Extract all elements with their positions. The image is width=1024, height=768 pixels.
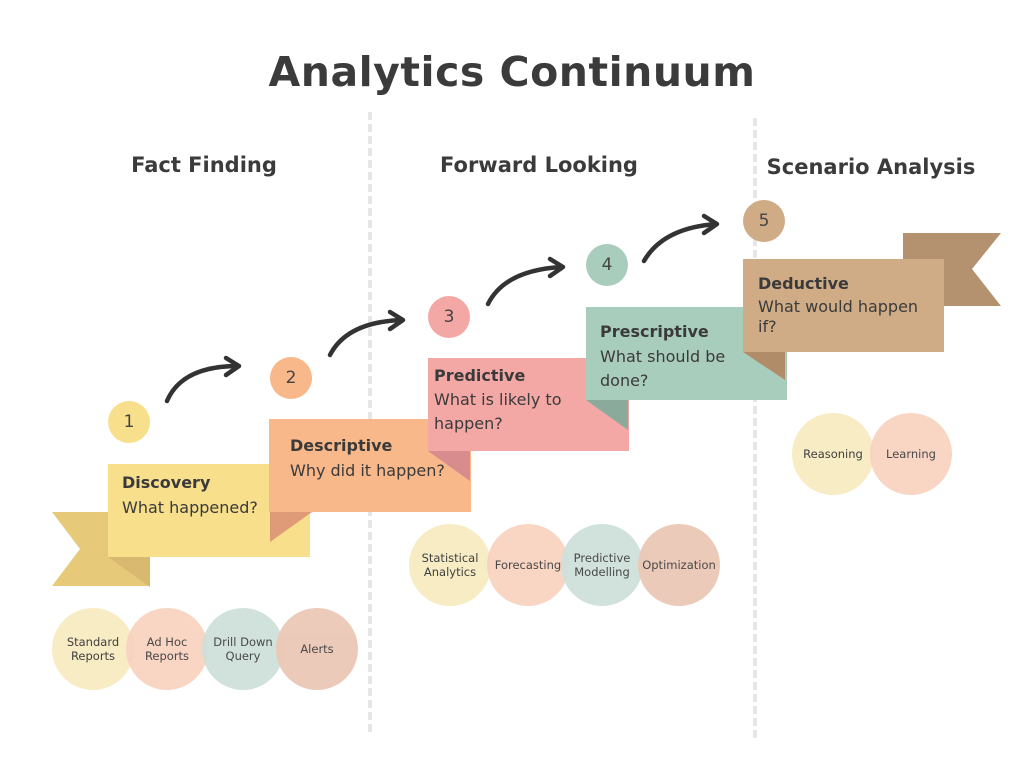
step-question: Why did it happen?	[290, 461, 445, 480]
step-number-2: 2	[270, 357, 312, 399]
step-title: Deductive	[758, 274, 849, 293]
bubble-statistical-analytics: Statistical Analytics	[409, 524, 491, 606]
section-heading-fact-finding: Fact Finding	[131, 153, 277, 177]
bubble-standard-reports: Standard Reports	[52, 608, 134, 690]
step-title: Prescriptive	[600, 322, 709, 341]
step-card-deductive: Deductive What would happen if?	[743, 259, 944, 352]
arrow-4-to-5	[641, 221, 719, 264]
step-question: What is likely to happen?	[434, 390, 562, 433]
bubble-predictive-modelling: Predictive Modelling	[561, 524, 643, 606]
arrow-4-to-5-head	[701, 213, 720, 236]
step-number-4: 4	[586, 244, 628, 286]
page-title: Analytics Continuum	[268, 48, 756, 96]
bubble-forecasting: Forecasting	[487, 524, 569, 606]
step-question: What happened?	[122, 498, 258, 517]
step-title: Predictive	[434, 366, 526, 385]
arrow-2-to-3	[327, 317, 405, 358]
arrow-1-to-2-head	[223, 355, 242, 378]
bubble-learning: Learning	[870, 413, 952, 495]
step-card-fold	[586, 400, 628, 430]
step-card-fold	[428, 451, 470, 481]
step-card-fold	[743, 352, 785, 380]
step-card-fold	[270, 512, 312, 542]
bubble-alerts: Alerts	[276, 608, 358, 690]
section-divider-2	[753, 118, 757, 738]
arrow-2-to-3-head	[387, 309, 406, 332]
arrow-3-to-4-head	[547, 256, 566, 279]
bubble-reasoning: Reasoning	[792, 413, 874, 495]
bubble-ad-hoc-reports: Ad Hoc Reports	[126, 608, 208, 690]
step-title: Discovery	[122, 473, 211, 492]
step-number-1: 1	[108, 401, 150, 443]
bubble-drill-down-query: Drill Down Query	[202, 608, 284, 690]
step-title: Descriptive	[290, 436, 393, 455]
step-question: What would happen if?	[758, 297, 919, 336]
bubble-optimization: Optimization	[638, 524, 720, 606]
section-heading-forward-looking: Forward Looking	[440, 153, 638, 177]
arrow-1-to-2	[164, 363, 241, 404]
step-card-fold	[108, 557, 150, 587]
step-number-3: 3	[428, 296, 470, 338]
step-number-5: 5	[743, 200, 785, 242]
arrow-3-to-4	[485, 264, 565, 307]
step-question: What should be done?	[600, 347, 726, 390]
section-heading-scenario-analysis: Scenario Analysis	[766, 155, 976, 179]
